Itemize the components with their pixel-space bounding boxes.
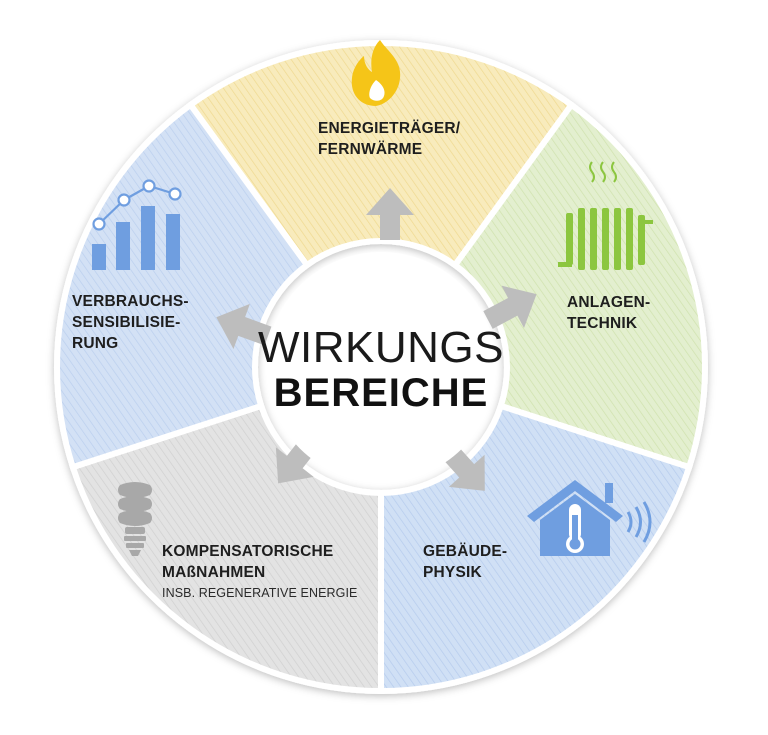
house-thermometer-icon	[527, 480, 652, 556]
energy-saving-bulb-icon	[118, 482, 152, 556]
radiator-icon	[558, 161, 653, 270]
label-kompensatorisch-line3: INSB. REGENERATIVE ENERGIE	[162, 586, 357, 600]
center-circle	[266, 252, 496, 482]
label-kompensatorisch: KOMPENSATORISCHE MAßNAHMEN INSB. REGENER…	[162, 543, 357, 600]
label-kompensatorisch-line1: KOMPENSATORISCHE	[162, 543, 333, 560]
label-gebaeudephysik-line1: GEBÄUDE-	[423, 543, 507, 560]
center-title-line1: WIRKUNGS	[258, 323, 504, 372]
flame-icon	[351, 40, 401, 106]
segment-gebaeudephysik[interactable]	[378, 402, 693, 695]
label-verbrauch-line3: RUNG	[72, 335, 118, 352]
label-verbrauch-line1: VERBRAUCHS-	[72, 293, 189, 310]
arrow-left	[216, 303, 272, 349]
label-energietraeger: ENERGIETRÄGER/ FERNWÄRME	[318, 120, 461, 158]
arrow-right	[483, 285, 537, 329]
arrow-up	[366, 188, 414, 240]
bar-chart-icon	[92, 179, 182, 270]
label-verbrauch-line2: SENSIBILISIE-	[72, 314, 181, 331]
label-verbrauch: VERBRAUCHS- SENSIBILISIE- RUNG	[72, 293, 189, 352]
label-anlagentechnik-line2: TECHNIK	[567, 315, 638, 332]
label-kompensatorisch-line2: MAßNAHMEN	[162, 564, 265, 581]
label-gebaeudephysik-line2: PHYSIK	[423, 564, 483, 581]
label-anlagentechnik-line1: ANLAGEN-	[567, 294, 650, 311]
label-energietraeger-line1: ENERGIETRÄGER/	[318, 120, 461, 137]
label-energietraeger-line2: FERNWÄRME	[318, 141, 422, 158]
center-title-line2: BEREICHE	[274, 371, 489, 415]
label-gebaeudephysik: GEBÄUDE- PHYSIK	[423, 543, 507, 581]
label-anlagentechnik: ANLAGEN- TECHNIK	[567, 294, 650, 332]
segment-energietraeger[interactable]	[186, 40, 576, 270]
